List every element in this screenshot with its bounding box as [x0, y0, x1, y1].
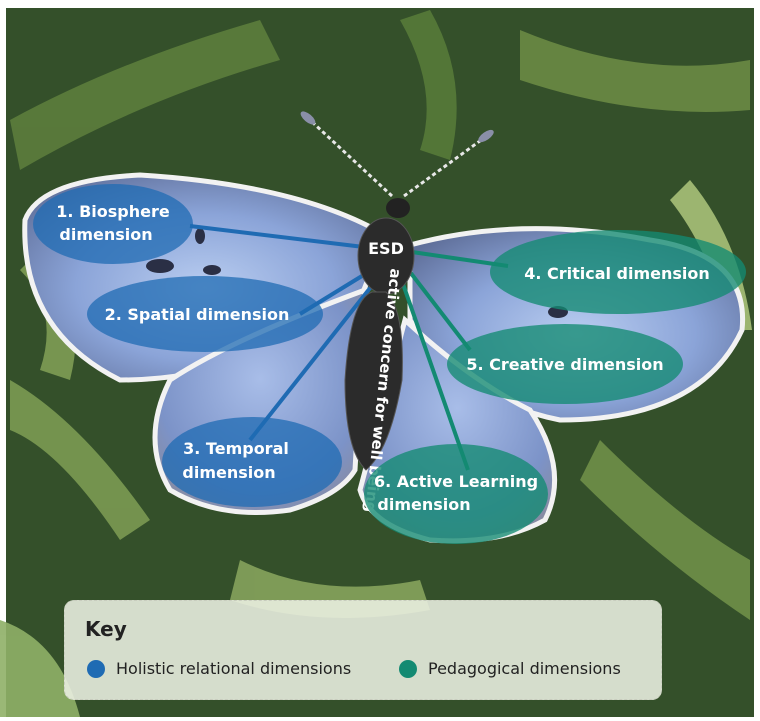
dimension-biosphere: 1. Biosphere dimension	[33, 184, 193, 264]
dimension-label: dimension	[377, 495, 470, 514]
dimension-label: 3. Temporal	[183, 439, 289, 458]
dimension-temporal: 3. Temporal dimension	[162, 417, 342, 507]
key-item-label: Holistic relational dimensions	[116, 659, 351, 678]
key-item-label: Pedagogical dimensions	[428, 659, 621, 678]
key-item-holistic: Holistic relational dimensions	[87, 659, 351, 678]
dimension-label: dimension	[59, 225, 152, 244]
dimension-creative: 5. Creative dimension	[447, 324, 683, 404]
esd-label: ESD	[368, 239, 404, 258]
dimension-label: 5. Creative dimension	[466, 355, 663, 374]
key-title: Key	[85, 617, 127, 641]
dimension-label: dimension	[182, 463, 275, 482]
dimension-critical: 4. Critical dimension	[490, 230, 746, 314]
pedagogical-dot-icon	[399, 660, 417, 678]
dimension-label: 2. Spatial dimension	[105, 305, 290, 324]
dimension-active-learning: 6. Active Learning dimension	[364, 444, 548, 544]
dimension-label: 1. Biosphere	[56, 202, 170, 221]
dimension-label: 6. Active Learning	[374, 472, 538, 491]
dimension-label: 4. Critical dimension	[524, 264, 710, 283]
key-item-pedagogical: Pedagogical dimensions	[399, 659, 621, 678]
key-panel: Key Holistic relational dimensions Pedag…	[64, 600, 662, 700]
holistic-dot-icon	[87, 660, 105, 678]
dimension-spatial: 2. Spatial dimension	[87, 276, 323, 352]
